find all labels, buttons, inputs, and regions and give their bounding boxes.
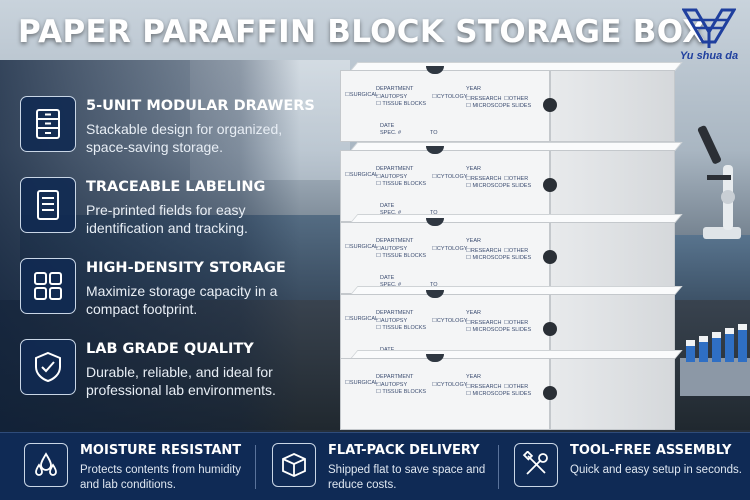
feature-description: Quick and easy setup in seconds. (570, 464, 742, 476)
feature-lab-grade: LAB GRADE QUALITY Durable, reliable, and… (20, 339, 310, 405)
feature-title: FLAT-PACK DELIVERY (328, 443, 480, 458)
feature-title: MOISTURE RESISTANT (80, 443, 242, 458)
grid-icon (20, 258, 76, 314)
microscope-icon (697, 125, 741, 239)
feature-title: HIGH-DENSITY STORAGE (86, 260, 286, 276)
feature-description: Durable, reliable, and ideal for profess… (86, 364, 276, 398)
feature-modular-drawers: 5-UNIT MODULAR DRAWERS Stackable design … (20, 96, 315, 162)
feature-description: Shipped flat to save space and reduce co… (328, 464, 486, 491)
feature-description: Stackable design for organized, space-sa… (86, 121, 283, 155)
brand-logo: Yu shua da (672, 6, 746, 66)
brand-name: Yu shua da (679, 50, 739, 62)
page-title: PAPER PARAFFIN BLOCK STORAGE BOX (18, 14, 707, 50)
feature-title: TOOL-FREE ASSEMBLY (570, 443, 732, 458)
bottom-feature-bar: MOISTURE RESISTANT Protects contents fro… (0, 432, 750, 500)
feature-high-density: HIGH-DENSITY STORAGE Maximize storage ca… (20, 258, 310, 324)
divider (255, 445, 256, 489)
water-drops-icon (24, 443, 68, 487)
brand-logo-mark (682, 8, 736, 48)
feature-title: LAB GRADE QUALITY (86, 341, 254, 357)
feature-title: TRACEABLE LABELING (86, 179, 266, 195)
divider (498, 445, 499, 489)
checklist-icon (20, 177, 76, 233)
sample-vials (680, 324, 750, 396)
feature-description: Protects contents from humidity and lab … (80, 464, 242, 491)
tools-icon (514, 443, 558, 487)
feature-traceable-labeling: TRACEABLE LABELING Pre-printed fields fo… (20, 177, 310, 243)
storage-box-stack: ☐SURGICAL DEPARTMENT ☐AUTOPSY ☐ TISSUE B… (330, 62, 683, 432)
shield-check-icon (20, 339, 76, 395)
feature-description: Maximize storage capacity in a compact f… (86, 283, 278, 317)
box-icon (272, 443, 316, 487)
feature-description: Pre-printed fields for easy identificati… (86, 202, 248, 236)
feature-title: 5-UNIT MODULAR DRAWERS (86, 98, 315, 114)
drawers-icon (20, 96, 76, 152)
